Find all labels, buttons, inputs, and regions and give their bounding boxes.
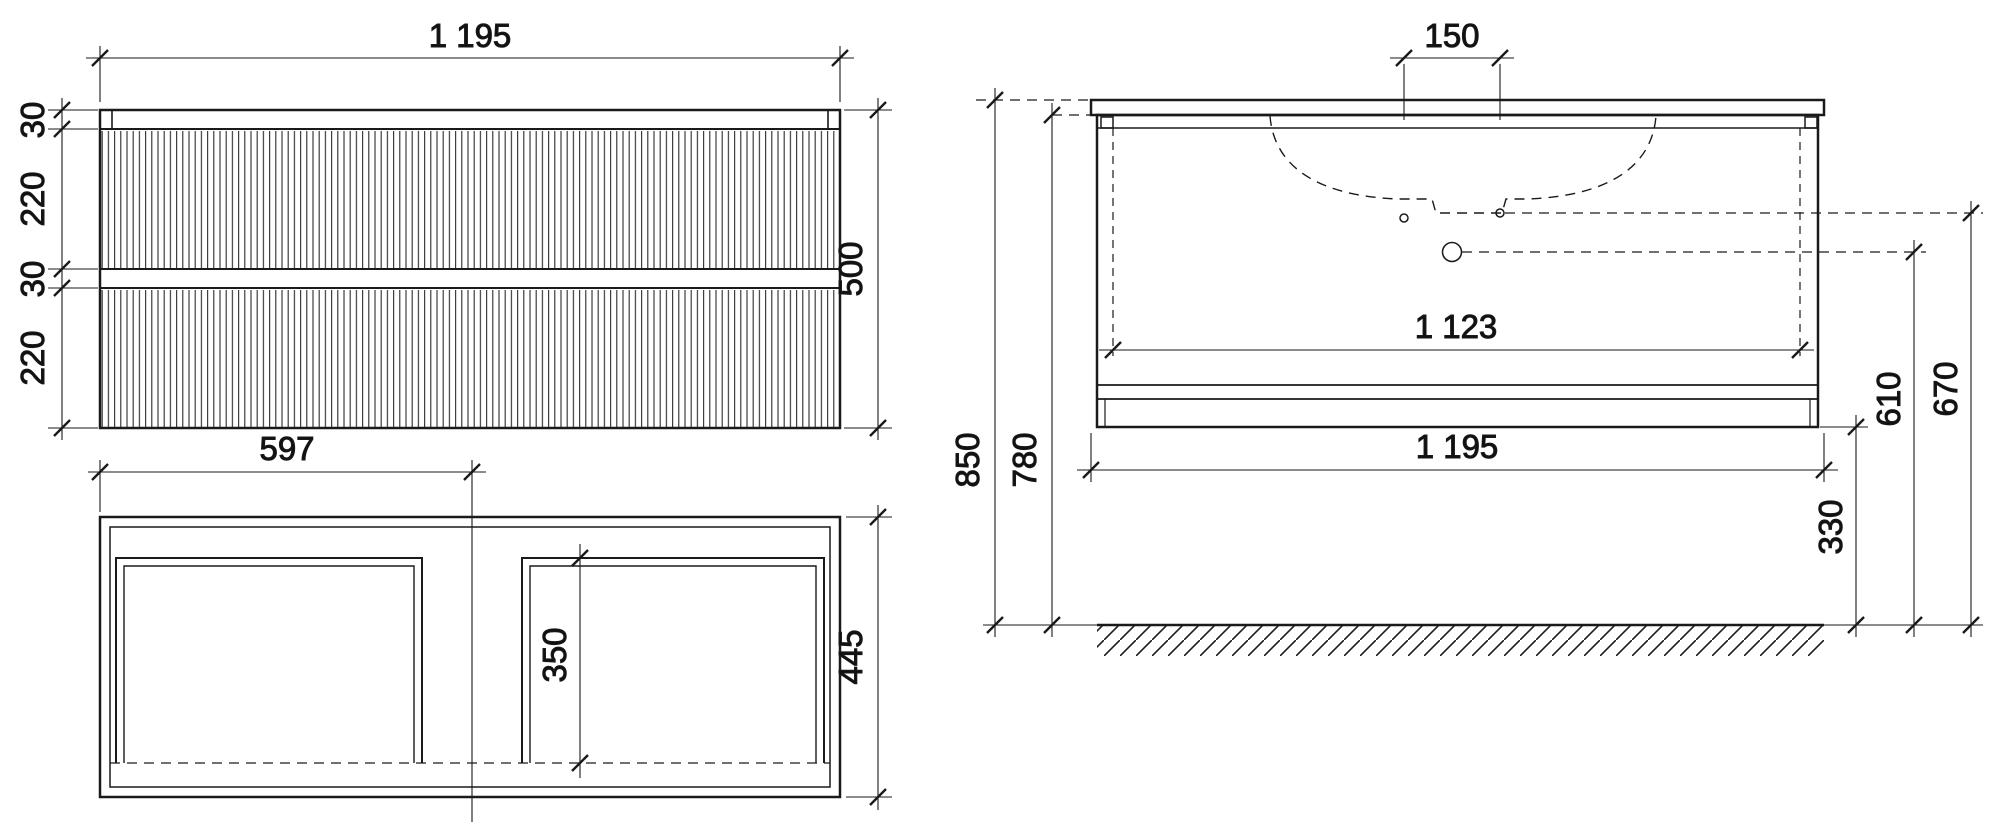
plan-center-dim-label: 597 bbox=[259, 430, 314, 467]
side-elevation-view: 150 1 123 1 195 850 780 bbox=[949, 17, 1983, 656]
front-upper-drawer-dim-label: 220 bbox=[14, 171, 51, 226]
side-drain-height-dimension: 610 bbox=[1870, 240, 1923, 637]
side-cabinet-outline bbox=[1095, 113, 1820, 429]
side-underside-height-dim-label: 780 bbox=[1006, 432, 1043, 487]
side-faucet-spacing-dimension: 150 bbox=[1390, 17, 1514, 120]
upper-drawer-fluting bbox=[101, 131, 839, 268]
side-bottom-clearance-dim-label: 330 bbox=[1812, 499, 1849, 554]
drain-hole bbox=[1441, 241, 1463, 263]
dimension-ticks bbox=[91, 463, 481, 481]
plan-drawer-depth-dim-label: 350 bbox=[536, 627, 573, 682]
dimension-ticks bbox=[869, 101, 887, 437]
plan-center-dimension: 597 bbox=[88, 430, 486, 512]
plan-view: 597 445 350 bbox=[88, 430, 892, 822]
side-drain-height-dim-label: 610 bbox=[1870, 371, 1907, 426]
front-elevation-view: 1 195 30 220 30 220 500 bbox=[14, 17, 892, 440]
right-drawer-box-outer bbox=[521, 557, 825, 763]
side-inner-width-dim-label: 1 123 bbox=[1415, 308, 1498, 345]
front-lower-drawer-dim-label: 220 bbox=[14, 330, 51, 385]
dimension-ticks bbox=[986, 91, 1004, 634]
front-top-rail-dim-label: 30 bbox=[14, 102, 51, 139]
plan-cabinet-outline bbox=[98, 515, 842, 799]
front-width-dimension: 1 195 bbox=[86, 17, 854, 102]
dimension-ticks bbox=[1082, 461, 1833, 479]
front-height-dim-label: 500 bbox=[832, 241, 869, 296]
left-mounting-bracket bbox=[1100, 116, 1114, 129]
front-left-chain-dimension: 30 220 30 220 bbox=[14, 98, 98, 440]
front-gap-dim-label: 30 bbox=[14, 261, 51, 298]
dimension-ticks bbox=[1847, 418, 1865, 634]
countertop-outline bbox=[1089, 98, 1826, 117]
front-width-dim-label: 1 195 bbox=[429, 17, 512, 54]
side-inner-width-dimension: 1 123 bbox=[1099, 308, 1814, 359]
lower-drawer-fluting bbox=[101, 290, 839, 427]
dimension-ticks bbox=[1905, 243, 1923, 634]
side-bottom-clearance-dimension: 330 bbox=[1812, 415, 1868, 637]
bottom-panel-lines bbox=[1097, 384, 1818, 400]
overflow-hole bbox=[1399, 213, 1409, 223]
side-faucet-spacing-dim-label: 150 bbox=[1424, 17, 1479, 54]
dimension-ticks bbox=[1395, 49, 1509, 67]
side-underside-height-dimension: 780 bbox=[1006, 103, 1061, 637]
front-height-dimension: 500 bbox=[832, 98, 892, 440]
dimension-ticks bbox=[869, 508, 887, 806]
dimension-ticks bbox=[1104, 341, 1809, 359]
plan-depth-dim-label: 445 bbox=[832, 629, 869, 684]
side-outlet-height-dimension: 670 bbox=[1927, 201, 1980, 637]
outlet-hole bbox=[1495, 208, 1505, 218]
side-width-dim-label: 1 195 bbox=[1416, 428, 1499, 465]
floor-hatching bbox=[1097, 626, 1824, 656]
extension-lines bbox=[48, 109, 98, 429]
dimension-ticks bbox=[571, 549, 589, 772]
dimension-ticks bbox=[91, 49, 849, 67]
side-total-height-dimension: 850 bbox=[949, 88, 1004, 637]
extension-lines bbox=[1403, 64, 1501, 120]
left-drawer-box-outer bbox=[115, 557, 423, 763]
dimension-ticks bbox=[1962, 204, 1980, 634]
plan-carcass-inner-line bbox=[109, 526, 831, 788]
side-total-height-dim-label: 850 bbox=[949, 432, 986, 487]
hidden-side-panel-lines bbox=[1112, 128, 1801, 356]
hidden-basin-outline bbox=[1269, 115, 1657, 214]
right-mounting-bracket bbox=[1804, 116, 1818, 129]
left-drawer-box-inner bbox=[123, 565, 415, 763]
extension-lines bbox=[846, 516, 892, 798]
front-drawer-divider-lines bbox=[100, 128, 840, 289]
extension-lines bbox=[1090, 433, 1825, 482]
dimension-ticks bbox=[53, 101, 71, 437]
extension-lines bbox=[99, 46, 841, 102]
side-width-dimension: 1 195 bbox=[1077, 428, 1838, 482]
plan-depth-dimension: 445 bbox=[832, 505, 892, 810]
plinth-recess-lines bbox=[1104, 399, 1811, 427]
plan-drawer-depth-dimension: 350 bbox=[536, 544, 589, 778]
right-drawer-box-inner bbox=[529, 565, 817, 763]
extension-lines bbox=[844, 109, 892, 429]
dimension-ticks bbox=[1043, 106, 1061, 634]
front-top-corner-joints bbox=[111, 110, 829, 129]
side-outlet-height-dim-label: 670 bbox=[1927, 361, 1964, 416]
